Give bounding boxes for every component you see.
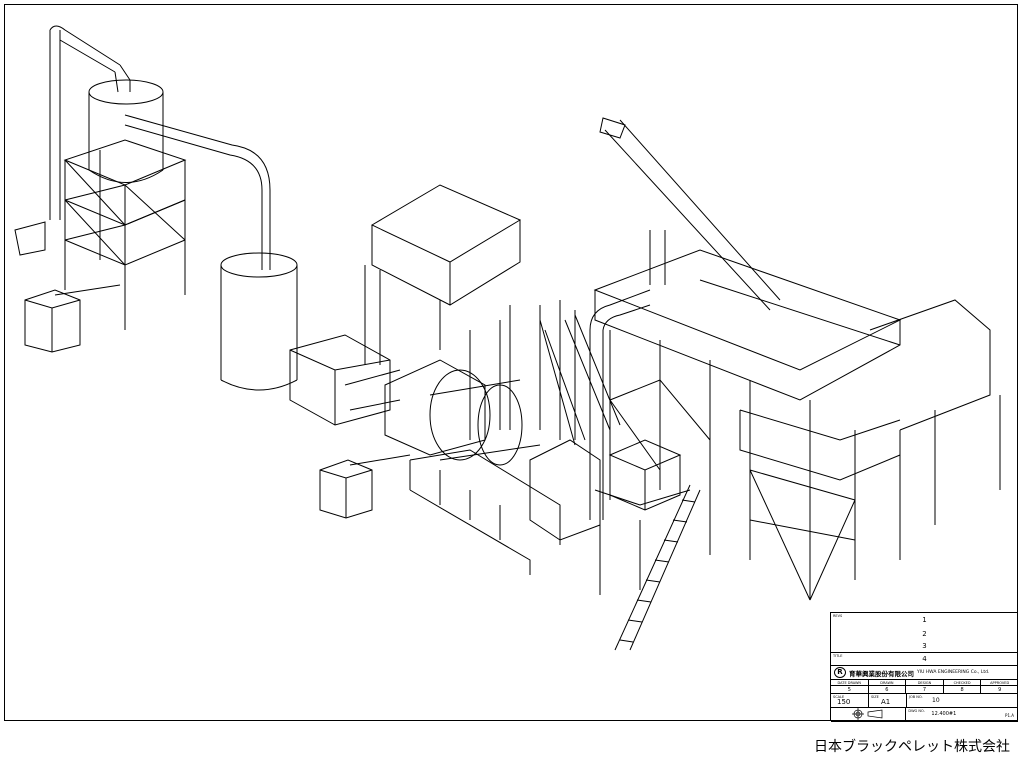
- vertical-duct: [589, 230, 666, 520]
- size-label: SIZE: [871, 695, 879, 699]
- blower-box-mid: [319, 454, 411, 519]
- company-name-en: YIU HWA ENGINEERING Co., Ltd.: [917, 670, 990, 675]
- line-1: 1: [922, 616, 927, 624]
- footer-company-name: 日本ブラックペレット株式会社: [814, 739, 1010, 755]
- hopper-structure: [364, 184, 586, 446]
- cyclone-silo: [49, 25, 271, 270]
- silo-support-structure: [14, 139, 187, 330]
- dryer-base-frame: [409, 449, 561, 575]
- line-2: 2: [922, 630, 927, 638]
- value-checked: 8: [944, 686, 982, 693]
- dwg-row: DWG NO. 12.400#1 P1.A: [831, 708, 1018, 722]
- dwg-label: DWG NO.: [908, 709, 925, 713]
- header-approved: APPROVED: [990, 681, 1010, 685]
- inclined-conveyor: [599, 117, 781, 311]
- revs-label: REVS: [833, 614, 843, 618]
- company-logo: R: [834, 667, 846, 678]
- line-3: 3: [922, 642, 927, 650]
- projection-symbol-icon: [831, 708, 907, 721]
- blower-box-left: [24, 284, 121, 353]
- small-hopper: [594, 439, 691, 595]
- company-row: R 育華興業股份有限公司 YIU HWA ENGINEERING Co., Lt…: [831, 666, 1018, 680]
- dwg-value: 12.400#1: [931, 711, 957, 717]
- job-label: JOB NO.: [909, 695, 923, 699]
- sheet-value: P1.A: [1005, 713, 1014, 718]
- sign-values: 5 6 7 8 9: [831, 686, 1018, 694]
- value-design: 7: [906, 686, 944, 693]
- size-value: A1: [881, 698, 891, 706]
- storage-tank: [220, 252, 298, 391]
- scale-label: SCALE: [833, 695, 845, 699]
- dryer-drum: [289, 334, 601, 541]
- title-block: REVS 1 2 3 TITLE 4 R 育華興業股份有限公司 YIU HWA …: [830, 612, 1018, 722]
- header-drawn: DRAWN: [869, 680, 907, 685]
- title-row: TITLE 4: [831, 653, 1018, 666]
- drawing-frame: [4, 4, 1018, 721]
- value-date-drawn: 5: [831, 686, 869, 693]
- revision-area: REVS 1 2 3: [831, 613, 1018, 653]
- main-platform: [593, 249, 1001, 601]
- scale-value: 150: [837, 698, 851, 706]
- header-design: DESIGN: [906, 680, 944, 685]
- value-drawn: 6: [869, 686, 907, 693]
- title-label: TITLE: [833, 654, 843, 658]
- header-date-drawn: DATE DRAWN: [831, 680, 869, 685]
- value-approved: 9: [998, 687, 1002, 693]
- sign-headers: DATE DRAWN DRAWN DESIGN CHECKED APPROVED: [831, 680, 1018, 686]
- company-name-cn: 育華興業股份有限公司: [849, 669, 914, 678]
- stairs: [564, 314, 701, 651]
- title-value: 4: [922, 655, 927, 663]
- header-checked: CHECKED: [944, 680, 982, 685]
- job-value: 10: [932, 697, 940, 704]
